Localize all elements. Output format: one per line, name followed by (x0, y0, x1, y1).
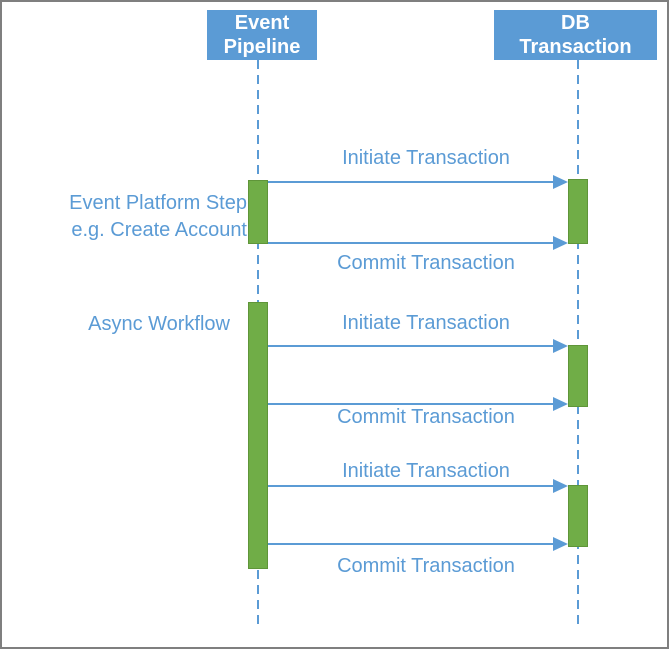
activation-bar-async-workflow (248, 302, 268, 569)
activation-bar-db-transaction-2 (568, 345, 588, 407)
arrowhead-right-icon (553, 479, 568, 493)
message-arrow-line (268, 403, 554, 405)
actor-label-line: Event (234, 12, 290, 34)
message-label: Commit Transaction (337, 555, 515, 577)
arrowhead-right-icon (553, 397, 568, 411)
annotation-async-workflow: Async Workflow (16, 311, 230, 338)
annotation-line: Async Workflow (88, 313, 230, 335)
arrowhead-right-icon (553, 236, 568, 250)
actor-box-event-pipeline: Event Pipeline (207, 10, 317, 60)
actor-label-line: Pipeline (223, 36, 301, 58)
message-label: Commit Transaction (337, 252, 515, 274)
message-arrow-line (268, 181, 554, 183)
message-arrow-line (268, 242, 554, 244)
activation-bar-db-transaction-3 (568, 485, 588, 547)
arrowhead-right-icon (553, 537, 568, 551)
message-arrow-line (268, 345, 554, 347)
activation-bar-db-transaction-1 (568, 179, 588, 244)
message-arrow-line (268, 485, 554, 487)
annotation-event-platform-step: Event Platform Step e.g. Create Account (16, 190, 247, 244)
arrowhead-right-icon (553, 339, 568, 353)
annotation-line: e.g. Create Account (71, 219, 247, 241)
actor-label-line: DB (561, 12, 590, 34)
message-label: Initiate Transaction (342, 460, 510, 482)
message-label: Initiate Transaction (342, 312, 510, 334)
actor-label-line: Transaction (519, 36, 632, 58)
message-label: Commit Transaction (337, 406, 515, 428)
annotation-line: Event Platform Step (69, 192, 247, 214)
actor-box-db-transaction: DB Transaction (494, 10, 657, 60)
arrowhead-right-icon (553, 175, 568, 189)
activation-bar-event-step (248, 180, 268, 244)
message-arrow-line (268, 543, 554, 545)
message-label: Initiate Transaction (342, 147, 510, 169)
